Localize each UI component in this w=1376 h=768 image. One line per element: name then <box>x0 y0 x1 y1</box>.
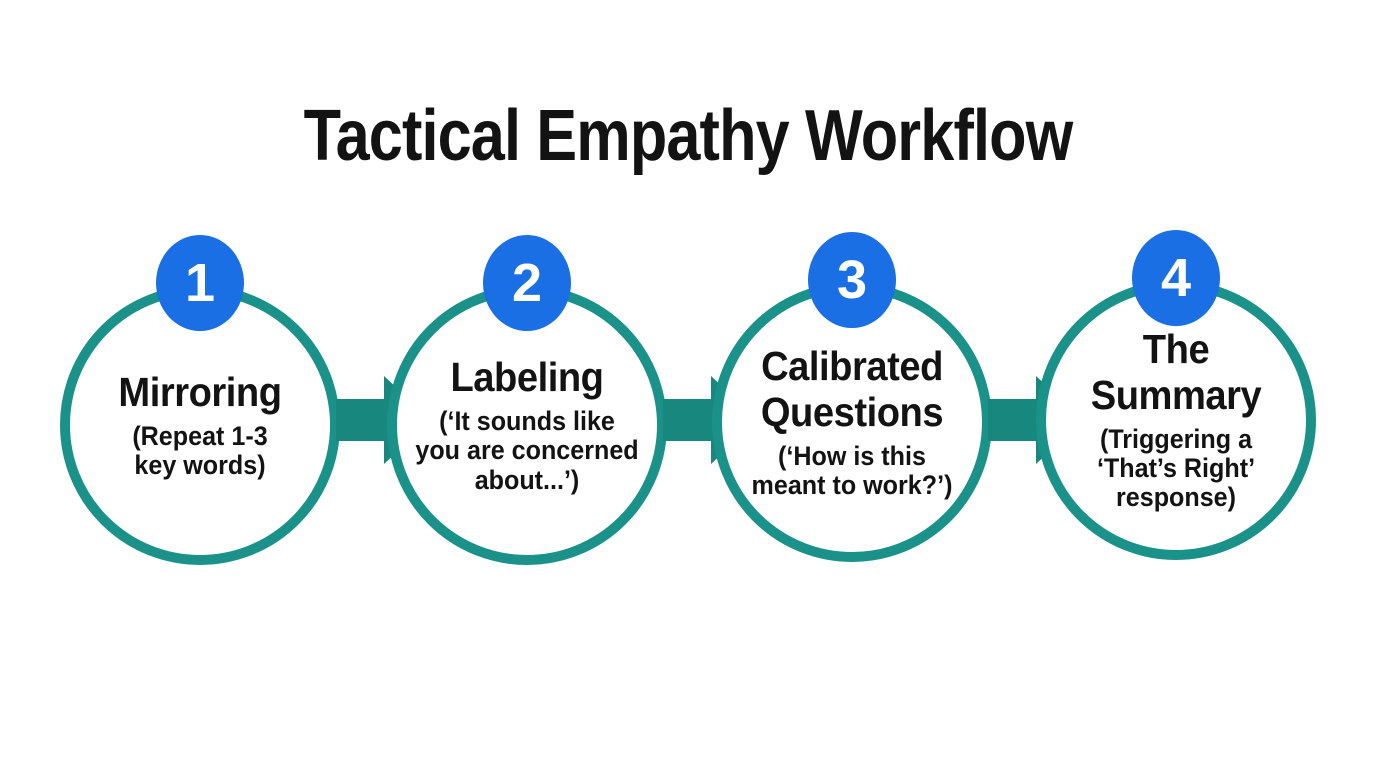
step-subtext-1: (Repeat 1-3 key words) <box>132 420 268 480</box>
step-number-badge-4: 4 <box>1132 230 1220 326</box>
step-number-2: 2 <box>511 253 543 313</box>
step-subtext-3: (‘How is this meant to work?’) <box>751 440 953 500</box>
step-circle-3: Calibrated Questions (‘How is this meant… <box>712 282 992 562</box>
step-circle-2: Labeling (‘It sounds like you are concer… <box>387 285 667 565</box>
step-heading-1: Mirroring <box>118 368 282 415</box>
step-content-2: Labeling (‘It sounds like you are concer… <box>406 354 648 495</box>
diagram-title: Tactical Empathy Workflow <box>303 96 1074 177</box>
step-content-3: Calibrated Questions (‘How is this meant… <box>731 342 973 500</box>
step-number-1: 1 <box>184 253 216 313</box>
step-number-badge-1: 1 <box>156 235 244 331</box>
step-heading-4: The Summary <box>1090 326 1262 419</box>
step-number-4: 4 <box>1160 248 1192 308</box>
step-subtext-2: (‘It sounds like you are concerned about… <box>415 406 639 495</box>
step-circle-4: The Summary (Triggering a ‘That’s Right’… <box>1036 280 1316 560</box>
step-content-4: The Summary (Triggering a ‘That’s Right’… <box>1055 326 1297 513</box>
step-subtext-4: (Triggering a ‘That’s Right’ response) <box>1096 424 1256 513</box>
step-number-badge-2: 2 <box>483 235 571 331</box>
step-circle-1: Mirroring (Repeat 1-3 key words) <box>60 285 340 565</box>
step-number-3: 3 <box>836 250 868 310</box>
step-number-badge-3: 3 <box>808 232 896 328</box>
step-content-1: Mirroring (Repeat 1-3 key words) <box>79 368 321 480</box>
step-heading-2: Labeling <box>450 354 604 401</box>
step-heading-3: Calibrated Questions <box>760 342 944 435</box>
